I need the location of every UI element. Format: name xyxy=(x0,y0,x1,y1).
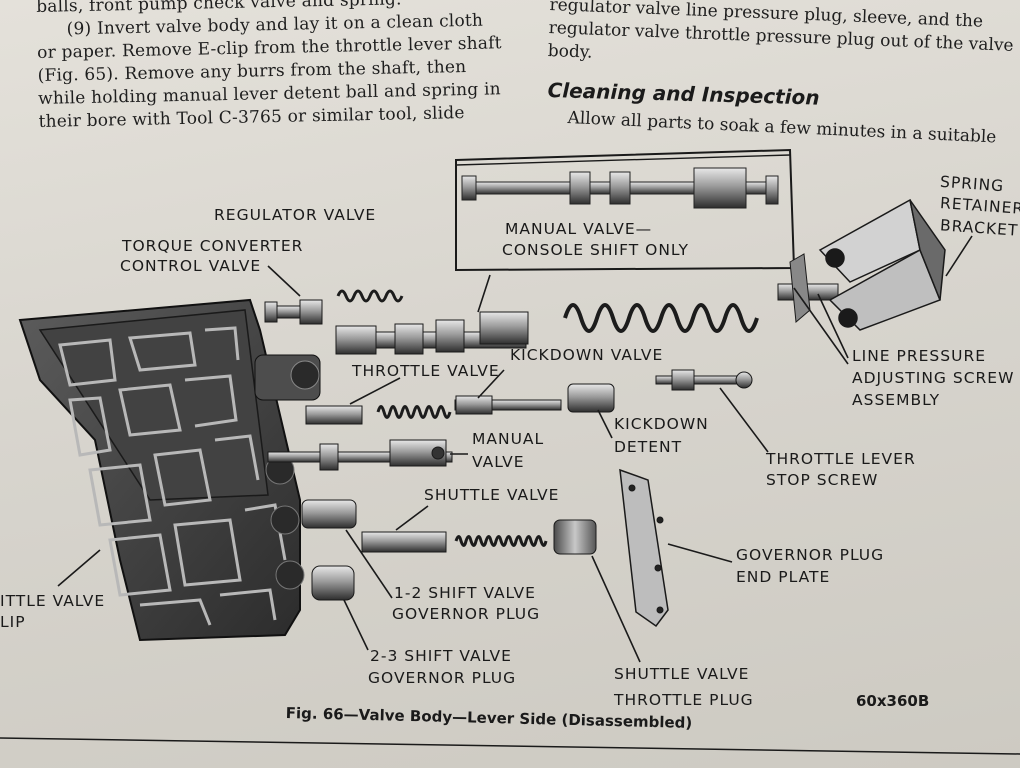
label-throttle-valve-clip-2: LIP xyxy=(0,613,26,631)
label-governor-plug-end-2: END PLATE xyxy=(736,568,831,586)
label-manual-valve-console: MANUAL VALVE— xyxy=(505,220,653,238)
label-throttle-valve-clip: ITTLE VALVE xyxy=(0,592,106,610)
spring-retainer-bracket xyxy=(818,198,946,331)
label-1-2-shift-valve: 1-2 SHIFT VALVE xyxy=(394,584,536,602)
valve-parts xyxy=(264,253,839,628)
figure-code: 60x360B xyxy=(856,692,930,710)
label-2-3-shift-valve: 2-3 SHIFT VALVE xyxy=(370,647,512,665)
label-torque-converter: TORQUE CONVERTER xyxy=(122,237,304,255)
label-2-3-shift-valve-2: GOVERNOR PLUG xyxy=(368,669,517,687)
valve-body-casting xyxy=(18,298,321,642)
manual-valve-console-box xyxy=(455,148,796,272)
label-throttle-lever-stop: THROTTLE LEVER xyxy=(766,450,916,468)
label-line-pressure-3: ASSEMBLY xyxy=(852,391,941,409)
leader-lines xyxy=(57,235,973,663)
label-throttle-lever-stop-2: STOP SCREW xyxy=(766,471,879,489)
label-line-pressure-2: ADJUSTING SCREW xyxy=(852,369,1015,387)
springs xyxy=(336,289,759,547)
label-kickdown-detent: KICKDOWN xyxy=(614,415,709,433)
label-shuttle-valve: SHUTTLE VALVE xyxy=(424,486,560,504)
label-governor-plug-end: GOVERNOR PLUG xyxy=(736,546,885,564)
label-line-pressure: LINE PRESSURE xyxy=(852,347,987,365)
label-throttle-valve: THROTTLE VALVE xyxy=(352,362,500,380)
label-regulator-valve: REGULATOR VALVE xyxy=(214,206,377,224)
label-1-2-shift-valve-2: GOVERNOR PLUG xyxy=(392,605,541,623)
label-shuttle-throttle-plug-2: THROTTLE PLUG xyxy=(614,691,754,709)
label-manual-valve: MANUAL xyxy=(472,430,545,448)
label-manual-valve-console-2: CONSOLE SHIFT ONLY xyxy=(502,241,689,259)
bottom-rule xyxy=(0,737,1020,755)
label-manual-valve-2: VALVE xyxy=(472,453,525,471)
label-shuttle-throttle-plug: SHUTTLE VALVE xyxy=(614,665,750,683)
label-torque-converter-2: CONTROL VALVE xyxy=(120,257,262,275)
label-kickdown-valve: KICKDOWN VALVE xyxy=(510,346,664,364)
label-kickdown-detent-2: DETENT xyxy=(614,438,683,456)
